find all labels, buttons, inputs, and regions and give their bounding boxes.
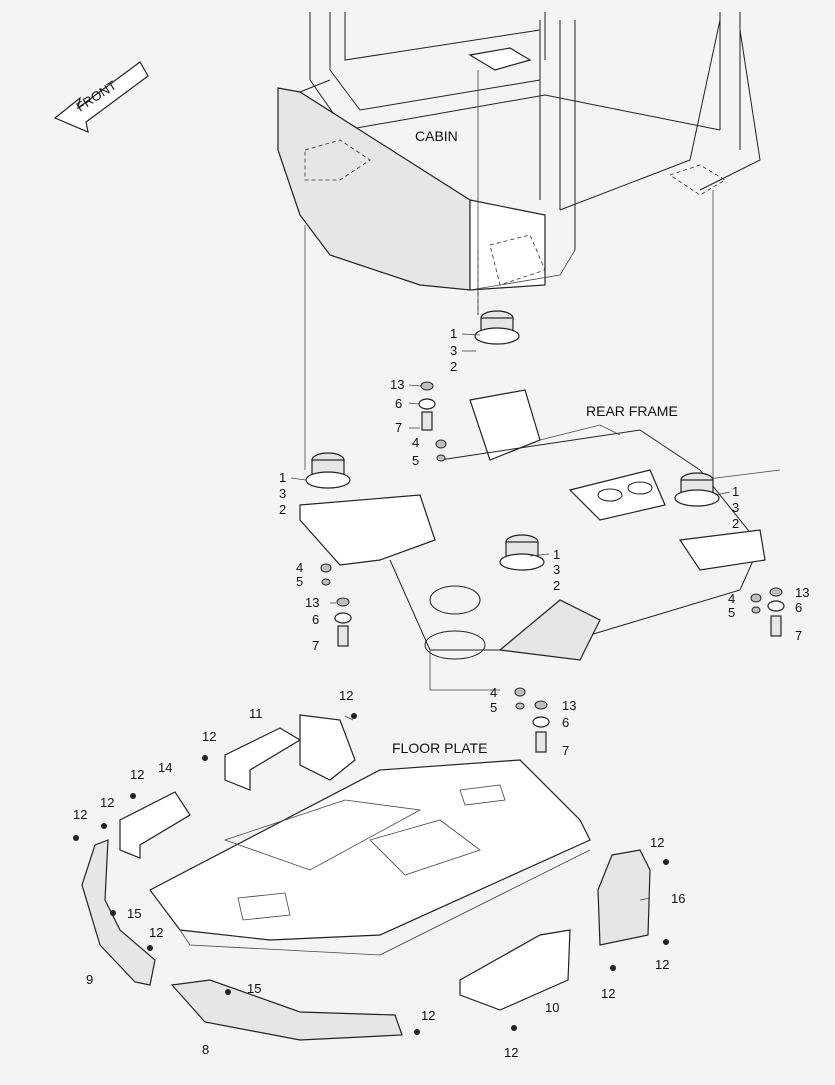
callout: 12 <box>149 925 163 940</box>
callout: 1 <box>553 547 560 562</box>
callout: 12 <box>130 767 144 782</box>
callout: 14 <box>158 760 172 775</box>
cabin-label: CABIN <box>415 128 458 144</box>
callout: 12 <box>202 729 216 744</box>
callout: 12 <box>100 795 114 810</box>
callout: 6 <box>562 715 569 730</box>
cab-mount-top <box>474 310 520 345</box>
callout: 2 <box>279 502 286 517</box>
callout: 12 <box>601 986 615 1001</box>
callout: 5 <box>296 574 303 589</box>
callout: 15 <box>127 906 141 921</box>
callout: 9 <box>86 972 93 987</box>
callout: 1 <box>279 470 286 485</box>
callout: 5 <box>728 605 735 620</box>
cab-mount-right <box>674 472 720 507</box>
callout: 13 <box>795 585 809 600</box>
callout: 6 <box>395 396 402 411</box>
callout: 5 <box>412 453 419 468</box>
callout: 7 <box>395 420 402 435</box>
front-direction-arrow: FRONT <box>53 61 149 133</box>
callout: 3 <box>279 486 286 501</box>
floor-plate-label: FLOOR PLATE <box>392 740 487 756</box>
side-cover-10 <box>459 929 571 1011</box>
bracket-14 <box>119 791 191 859</box>
callout: 12 <box>655 957 669 972</box>
cabin-structure: CABIN <box>277 12 761 291</box>
callout: 2 <box>732 516 739 531</box>
rear-frame-structure: REAR FRAME <box>299 389 781 691</box>
hardware-stack-center <box>514 687 550 753</box>
front-cover-9 <box>81 839 156 986</box>
screw-markers <box>73 713 669 1035</box>
callout: 12 <box>73 807 87 822</box>
callout: 12 <box>504 1045 518 1060</box>
callout: 6 <box>795 600 802 615</box>
callout: 11 <box>249 706 263 721</box>
hardware-stack-right <box>750 587 785 637</box>
callout: 8 <box>202 1042 209 1057</box>
callout: 12 <box>650 835 664 850</box>
callout: 16 <box>671 891 685 906</box>
bracket-cover-upper <box>299 714 356 781</box>
callout: 12 <box>421 1008 435 1023</box>
callout: 12 <box>339 688 353 703</box>
callout: 10 <box>545 1000 559 1015</box>
front-cover-8 <box>170 979 403 1041</box>
callout: 3 <box>553 562 560 577</box>
callout: 2 <box>553 578 560 593</box>
callout: 7 <box>795 628 802 643</box>
callout: 4 <box>412 435 419 450</box>
callout: 13 <box>390 377 404 392</box>
hardware-stack-left <box>320 563 352 647</box>
floor-plate: FLOOR PLATE <box>149 740 591 956</box>
side-cover-16 <box>597 849 651 946</box>
callout: 4 <box>296 560 303 575</box>
callout: 7 <box>312 638 319 653</box>
callout: 3 <box>450 343 457 358</box>
callout: 4 <box>490 685 497 700</box>
bracket-11 <box>224 727 302 791</box>
callout: 13 <box>562 698 576 713</box>
mount-guide-lines <box>304 70 714 485</box>
hardware-stack-top <box>418 381 447 462</box>
callout: 4 <box>728 591 735 606</box>
rear-frame-label: REAR FRAME <box>586 403 678 419</box>
callout: 2 <box>450 359 457 374</box>
callout: 15 <box>247 981 261 996</box>
leader-lines <box>290 333 731 901</box>
callout: 13 <box>305 595 319 610</box>
cab-mount-left <box>305 452 351 489</box>
callout: 6 <box>312 612 319 627</box>
callout: 1 <box>450 326 457 341</box>
cab-mount-center <box>499 534 545 571</box>
callout-numbers: 1 3 2 13 6 7 4 5 1 3 2 4 5 13 6 7 1 3 2 … <box>73 326 809 1060</box>
callout: 1 <box>732 484 739 499</box>
callout: 5 <box>490 700 497 715</box>
callout: 7 <box>562 743 569 758</box>
callout: 3 <box>732 500 739 515</box>
